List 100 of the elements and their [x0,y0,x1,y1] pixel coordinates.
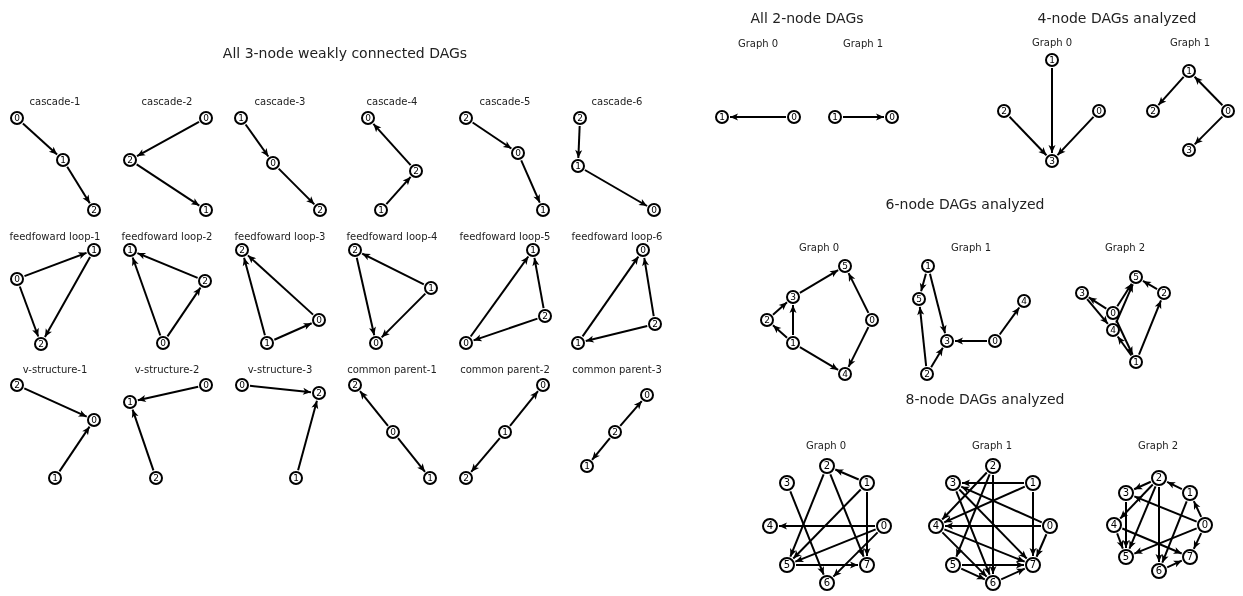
arrow [472,317,539,342]
arrow [1029,491,1037,557]
arrow [1133,480,1152,491]
arrow [244,123,270,158]
arrow [361,252,425,286]
arrow [584,324,649,343]
arrow [131,256,162,337]
arrow [847,272,870,314]
arrow [1133,527,1198,555]
graph-title: feedfoward loop-3 [234,232,326,242]
arrow [1000,567,1026,581]
arrow [23,387,88,418]
arrow [1115,319,1134,356]
arrow [961,479,1025,487]
graph-title: v-structure-3 [247,365,313,375]
graph-title: common parent-2 [460,365,550,375]
arrow [842,113,885,121]
arrow [509,390,539,427]
arrow [928,272,947,335]
arrow [1121,527,1183,555]
graph-title: v-structure-1 [22,365,88,375]
arrow [1056,115,1095,157]
arrow [955,473,991,558]
arrow [385,175,412,206]
graph-title: feedfoward loop-5 [459,232,551,242]
arrow [58,425,91,473]
graph-title: Graph 2 [1104,243,1146,253]
arrow [359,390,389,427]
section-title: All 2-node DAGs [750,11,864,25]
arrow [18,285,40,338]
arrow [1138,299,1162,356]
arrow [989,474,997,575]
graph-title: Graph 1 [842,39,884,49]
arrow [642,256,655,318]
graph-title: cascade-2 [141,97,193,107]
arrow [944,522,1042,530]
graph-title: cascade-1 [29,97,81,107]
arrow [794,528,877,563]
arrow [1008,115,1048,157]
arrow [21,122,59,156]
arrow [469,255,530,338]
arrow [1116,335,1133,357]
arrow [372,122,412,167]
graph-title: Graph 0 [737,39,779,49]
arrow [795,561,859,569]
arrow [1192,500,1203,518]
arrow [166,286,202,338]
arrow [532,256,545,310]
arrow [1192,532,1203,550]
arrow [829,473,865,558]
arrow [1119,483,1154,520]
arrow [1116,282,1133,308]
arrow [66,165,91,205]
section-title: All 3-node weakly connected DAGs [222,46,468,60]
arrow [471,121,513,150]
graph-title: common parent-1 [347,365,437,375]
arrow [273,322,313,341]
arrow [789,473,825,558]
arrow [131,408,155,472]
arrow [1141,279,1159,291]
arrow [847,326,870,368]
arrow [246,254,315,316]
graph-title: v-structure-2 [134,365,200,375]
graph-title: common parent-3 [572,365,662,375]
arrow [43,255,92,339]
arrow [575,125,583,159]
graph-title: feedfoward loop-2 [121,232,213,242]
arrow [789,490,825,576]
arrow [798,269,840,294]
graph-title: feedfoward loop-4 [346,232,438,242]
arrow [1133,495,1198,523]
arrow [581,255,640,338]
arrow [961,561,1025,569]
arrow [136,120,200,158]
arrow [917,305,928,368]
arrow [583,169,649,207]
arrow [792,488,862,560]
arrow [772,301,788,316]
arrow [1048,67,1056,154]
arrow [798,346,840,371]
graph-title: Graph 1 [950,243,992,253]
section-title: 6-node DAGs analyzed [885,197,1045,211]
arrow [832,531,879,578]
arrow [1193,115,1224,146]
arrow [958,488,1028,560]
graph-title: Graph 2 [1137,441,1179,451]
arrow [242,256,266,337]
arrow [277,167,316,206]
arrow [1087,296,1108,310]
arrow [297,399,319,472]
arrow [136,252,199,279]
arrow [834,468,860,481]
arrow [470,437,501,473]
arrow [943,485,1026,524]
arrow [930,346,944,369]
arrow [1128,485,1157,550]
arrow [1166,480,1183,491]
arrow [591,437,611,461]
arrow [960,485,1043,524]
graph-title: cascade-5 [479,97,531,107]
